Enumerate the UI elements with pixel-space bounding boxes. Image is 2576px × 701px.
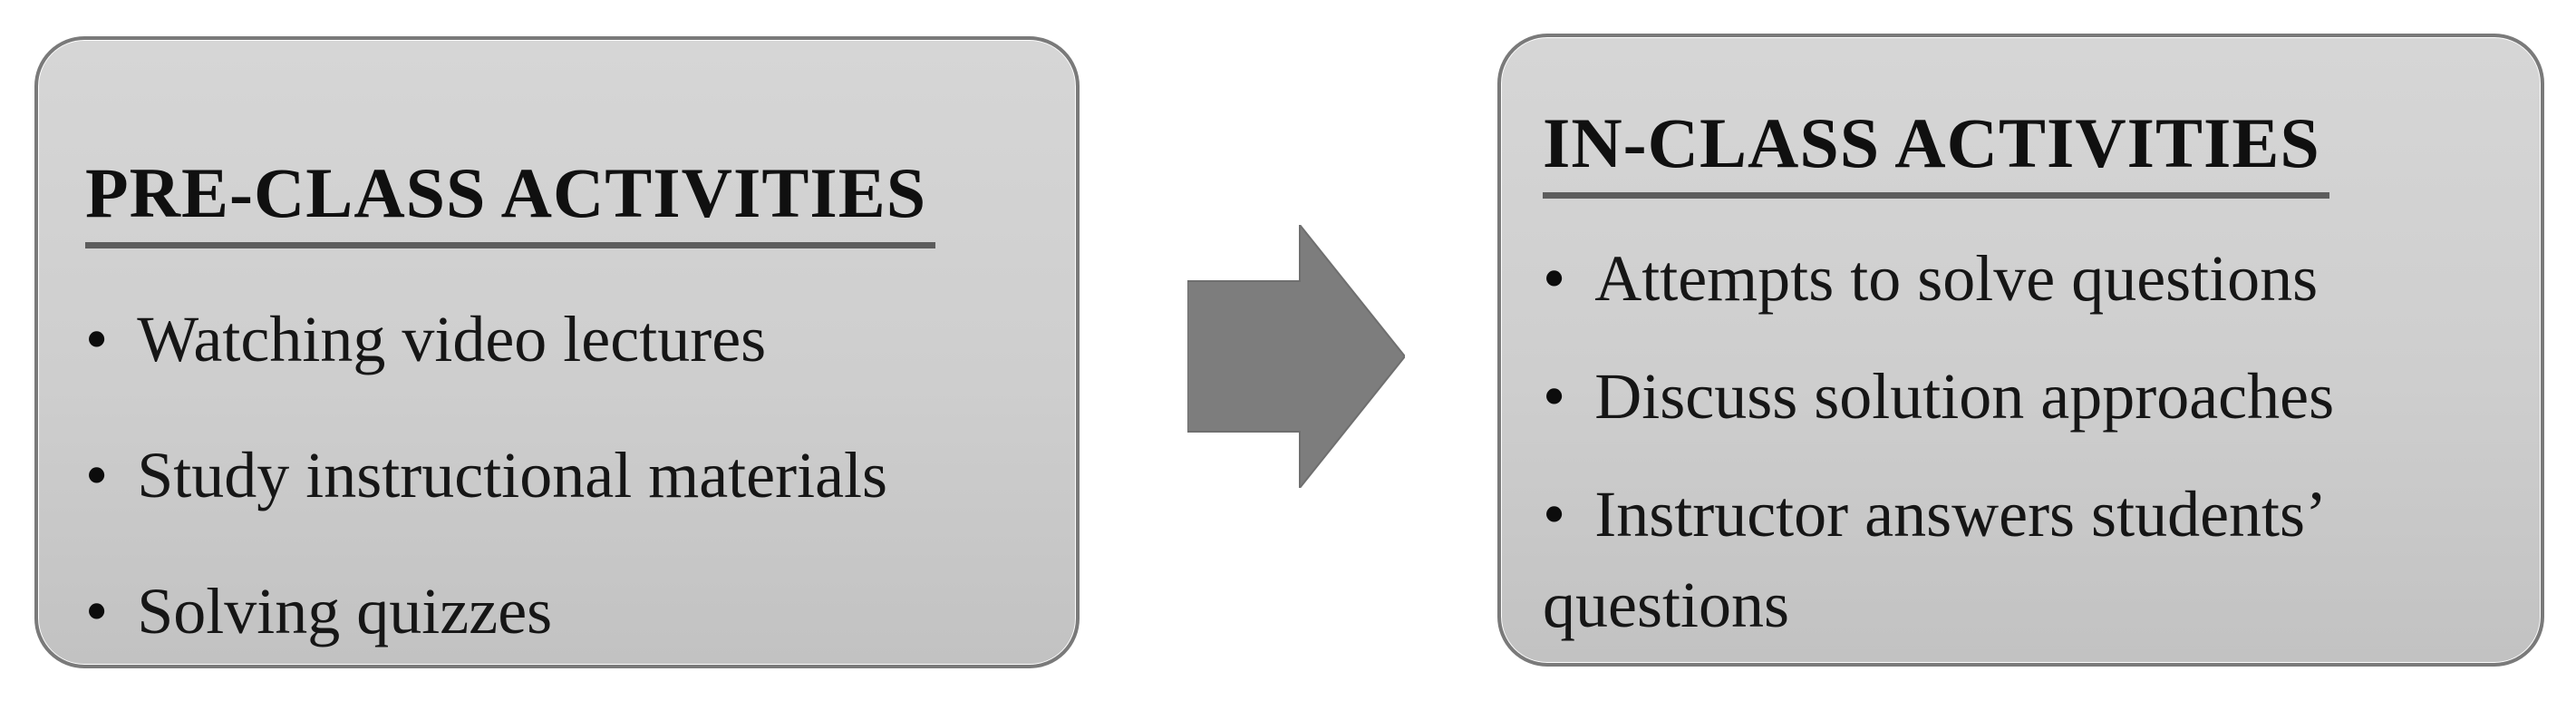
list-item: • Attempts to solve questions bbox=[1543, 233, 2513, 324]
bullet-icon: • bbox=[1543, 478, 1566, 550]
pre-class-activities-box: PRE-CLASS ACTIVITIES • Watching video lec… bbox=[34, 36, 1080, 668]
in-class-title: IN-CLASS ACTIVITIES bbox=[1543, 97, 2513, 199]
pre-class-list: • Watching video lectures • Study instruct… bbox=[85, 294, 1045, 657]
pre-class-title: PRE-CLASS ACTIVITIES bbox=[85, 147, 1045, 248]
right-arrow-icon bbox=[1187, 225, 1405, 488]
in-class-list: • Attempts to solve questions • Discuss so… bbox=[1543, 233, 2513, 650]
list-item-text: Instructor answers students’ questions bbox=[1543, 478, 2322, 641]
list-item: • Discuss solution approaches bbox=[1543, 351, 2513, 442]
list-item-text: Solving quizzes bbox=[137, 575, 553, 647]
bullet-icon: • bbox=[85, 439, 109, 511]
bullet-icon: • bbox=[85, 303, 109, 375]
bullet-icon: • bbox=[1543, 360, 1566, 433]
list-item-text: Attempts to solve questions bbox=[1594, 242, 2319, 315]
in-class-activities-box: IN-CLASS ACTIVITIES • Attempts to solve q… bbox=[1497, 34, 2544, 667]
bullet-icon: • bbox=[85, 575, 109, 647]
in-class-title-text: IN-CLASS ACTIVITIES bbox=[1543, 97, 2329, 199]
list-item-text: Study instructional materials bbox=[137, 439, 888, 511]
bullet-icon: • bbox=[1543, 242, 1566, 315]
list-item: • Watching video lectures bbox=[85, 294, 1045, 385]
list-item-text: Discuss solution approaches bbox=[1594, 360, 2335, 433]
pre-class-title-text: PRE-CLASS ACTIVITIES bbox=[85, 147, 936, 248]
list-item: • Solving quizzes bbox=[85, 566, 1045, 657]
list-item: •Instructor answers students’ questions bbox=[1543, 469, 2513, 650]
list-item: • Study instructional materials bbox=[85, 430, 1045, 521]
list-item-text: Watching video lectures bbox=[137, 303, 767, 375]
